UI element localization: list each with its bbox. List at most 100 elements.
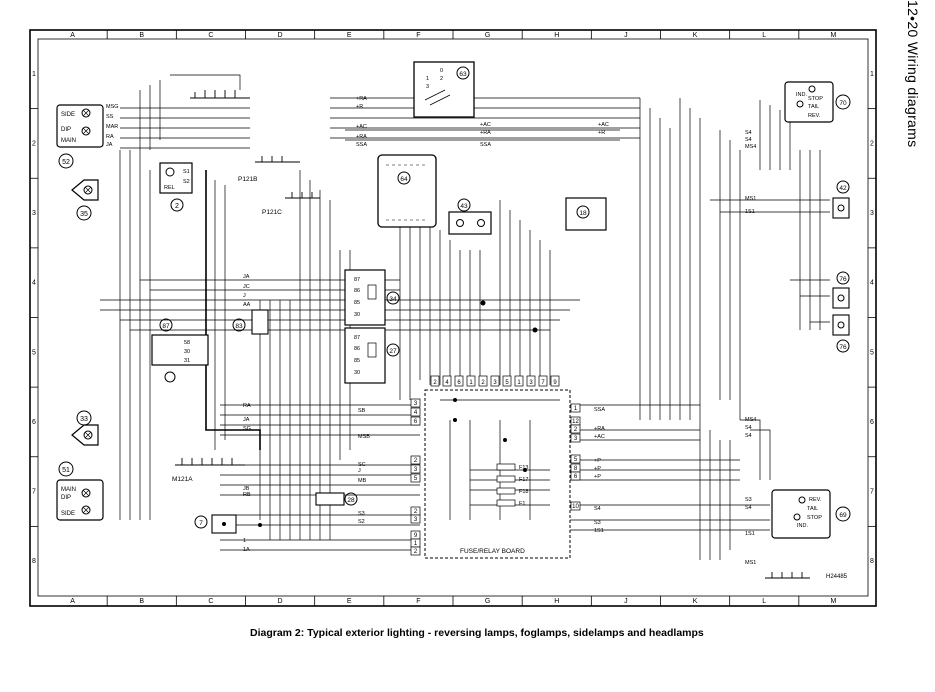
fuse-left-pin: 3	[414, 517, 418, 523]
component-63: 0 1 2 3 63	[413, 61, 475, 118]
wire-label: MS1	[745, 560, 756, 566]
fuse-left-pin-box	[410, 514, 421, 524]
fuse-top-pin-box	[454, 375, 464, 387]
c51-number: 51	[62, 467, 70, 474]
wire-label: JA	[243, 417, 250, 423]
c34-label-87: 87	[354, 277, 360, 283]
grid-col-bottom-f: F	[416, 598, 420, 605]
fuse-top-pin: 7	[541, 380, 545, 386]
c43-number: 43	[460, 203, 468, 210]
grid-col-top-l: L	[762, 32, 766, 39]
c34-label-30: 30	[354, 312, 360, 318]
fuse-top-pin-box	[538, 375, 548, 387]
c42-number: 42	[839, 185, 847, 192]
fuse-top-pin-box	[550, 375, 560, 387]
fuse-top-pin: 4	[445, 380, 449, 386]
fuse-body	[496, 463, 516, 471]
wire-label: S3	[594, 520, 601, 526]
grid-col-top-g: G	[485, 32, 490, 39]
component-28: 28	[315, 492, 358, 506]
fuse-right-pin: 6	[574, 474, 578, 480]
wire-label: S4	[745, 425, 752, 431]
c87-label-58: 58	[184, 340, 190, 346]
c51-label-side: SIDE	[61, 511, 75, 517]
grid-row-left-3: 3	[32, 210, 36, 217]
fuse-top-pin-box	[526, 375, 536, 387]
fuse-left-pin: 2	[414, 509, 418, 515]
grid-row-left-1: 1	[32, 71, 36, 78]
c70-label-ind: IND.	[796, 92, 807, 98]
wire-label: RA	[243, 403, 251, 409]
fuse-body	[496, 475, 516, 483]
earth-bars	[175, 90, 810, 579]
fuse-left-pin-box	[410, 473, 421, 483]
wire-label: MSG	[106, 104, 119, 110]
component-18: 18	[565, 197, 607, 231]
fuse-right-pin: 10	[572, 504, 579, 510]
grid-row-left-7: 7	[32, 489, 36, 496]
fuse-left-pin-box	[410, 546, 421, 556]
c2-number: 2	[175, 203, 179, 210]
fuse-top-pin-box	[490, 375, 500, 387]
fuse-body	[496, 487, 516, 495]
c34-number: 34	[389, 296, 397, 303]
grid-row-left-2: 2	[32, 140, 36, 147]
fuse-left-pin: 1	[414, 541, 418, 547]
c28-number: 28	[347, 497, 355, 504]
wire-label: +RA	[356, 96, 367, 102]
grid-row-right-5: 5	[870, 349, 874, 356]
c70-label-rev: REV.	[808, 113, 821, 119]
c83-number: 83	[235, 323, 243, 330]
fuse-top-pin-box	[442, 375, 452, 387]
c52-label-dip: DIP	[61, 127, 71, 133]
component-87: 58 30 31 87	[151, 318, 209, 383]
c34-label-86: 86	[354, 288, 360, 294]
c18-number: 18	[579, 210, 587, 217]
c63-label-3: 3	[426, 84, 429, 90]
c76b-number: 76	[839, 344, 847, 351]
c64-number: 64	[400, 176, 408, 183]
wire-label: MS4	[745, 144, 756, 150]
fuse-board-label: FUSE/RELAY BOARD	[460, 548, 525, 555]
grid-col-bottom-g: G	[485, 598, 490, 605]
wire-label: SSA	[480, 142, 491, 148]
fuse-top-pin-box	[514, 375, 524, 387]
component-70: IND. STOP TAIL REV. 70	[784, 81, 851, 123]
wire-label: S4	[594, 506, 601, 512]
fuse-left-pin: 4	[414, 410, 418, 416]
wire-label: S2	[358, 519, 365, 525]
c69-label-rev: REV.	[809, 497, 822, 503]
wire-label: MS1	[745, 196, 756, 202]
wire-label: JC	[243, 284, 250, 290]
component-69: REV. TAIL STOP IND. 69	[771, 489, 851, 539]
grid-col-top-j: J	[624, 32, 628, 39]
grid-col-bottom-a: A	[70, 598, 75, 605]
wire-label: SSA	[356, 142, 367, 148]
component-7: 7	[194, 514, 237, 534]
fuse-top-pin: 3	[493, 380, 497, 386]
c52-label-side: SIDE	[61, 112, 75, 118]
c2-label-s1: S1	[183, 169, 190, 175]
c69-label-ind: IND.	[797, 523, 808, 529]
wire-label: SG	[243, 426, 251, 432]
grid-row-right-6: 6	[870, 419, 874, 426]
fuse-label: F13	[519, 465, 528, 471]
component-51: MAIN DIP SIDE 51	[56, 461, 104, 521]
grid-row-right-1: 1	[870, 71, 874, 78]
grid-ticks	[30, 30, 876, 606]
fuse-top-pin: 2	[481, 380, 485, 386]
fuse-top-pin-box	[466, 375, 476, 387]
grid-row-right-8: 8	[870, 558, 874, 565]
wire-label: JA	[243, 274, 250, 280]
grid-row-right-7: 7	[870, 489, 874, 496]
grid-col-top-b: B	[139, 32, 144, 39]
wire-label: +P	[594, 458, 601, 464]
c87-label-30: 30	[184, 349, 190, 355]
c63-label-0: 0	[440, 68, 443, 74]
grid-col-bottom-l: L	[762, 598, 766, 605]
fuse-left-pin: 9	[414, 533, 418, 539]
